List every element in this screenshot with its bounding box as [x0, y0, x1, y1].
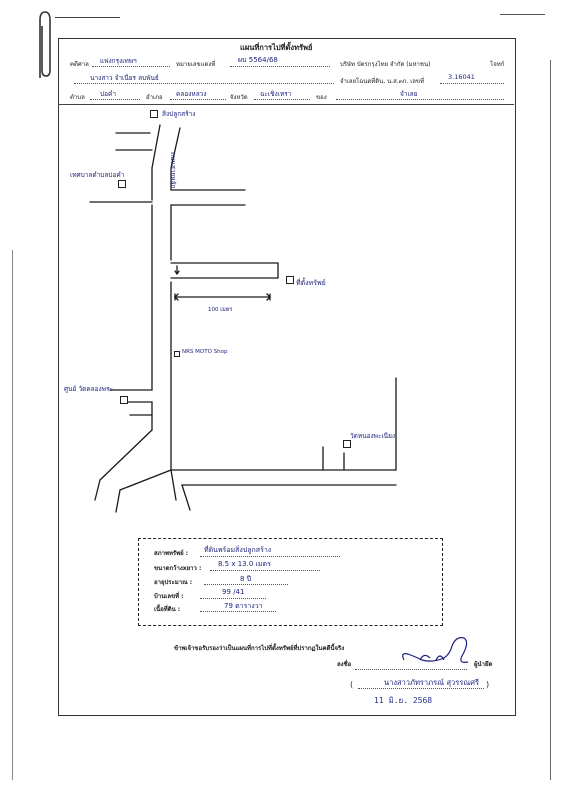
of-value: จำเลย: [400, 90, 418, 98]
info-house-dotted: [200, 598, 266, 599]
case-dotted: [92, 66, 170, 67]
certify-text: ข้าพเจ้าขอรับรองว่าเป็นแผนที่การไปที่ตั้…: [174, 645, 345, 652]
marker-center: [120, 396, 128, 404]
black-no-value: ผบ 5564/68: [238, 56, 278, 64]
info-area-value: 79 ตารางวา: [224, 602, 263, 610]
paper-clip: [34, 10, 52, 80]
marker-temple: [343, 440, 351, 448]
info-type-value: ที่ดินพร้อมสิ่งปลูกสร้าง: [204, 546, 272, 554]
signature-image: [360, 630, 480, 672]
defendant-role: จำเลย: [340, 78, 357, 85]
plaintiff-name: บริษัท บัตรกรุงไทย จำกัด (มหาชน): [340, 61, 431, 68]
info-age-dotted: [204, 584, 288, 585]
top-edge-line: [55, 17, 120, 18]
province-value: ฉะเชิงเทรา: [260, 90, 292, 98]
info-area-label: เนื้อที่ดิน :: [154, 606, 181, 613]
province-label: จังหวัด: [230, 94, 248, 101]
marker-property: [286, 276, 294, 284]
marker-municipality: [118, 180, 126, 188]
map-label-distance: 100 เมตร: [208, 307, 233, 313]
of-label: ของ: [316, 94, 327, 101]
info-type-label: สภาพทรัพย์ :: [154, 550, 189, 557]
info-size-dotted: [210, 570, 320, 571]
map-label-top: สิ่งปลูกสร้าง: [162, 110, 196, 118]
info-type-dotted: [200, 556, 340, 557]
header-rule: [58, 104, 514, 105]
info-age-label: อายุประมาณ :: [154, 579, 193, 586]
top-edge-line-right: [500, 14, 545, 15]
tambon-value: บ่อคำ: [100, 90, 117, 98]
marker-shop: [174, 351, 180, 357]
map-label-temple: วัดหนองพะเนียง: [350, 432, 396, 440]
name-open-paren: (: [350, 680, 354, 689]
info-area-dotted: [200, 611, 276, 612]
map-label-municipality: เทศบาลตำบลบ่อคำ: [70, 171, 125, 179]
map-label-shop: NRS MOTO Shop: [182, 349, 228, 355]
info-size-value: 8.5 x 13.0 เมตร: [218, 560, 271, 568]
left-edge-line: [12, 250, 13, 780]
info-house-value: 99 /41: [222, 588, 245, 596]
map-label-road: ถนนสายหลัก: [169, 152, 177, 189]
info-age-value: 8 ปี: [240, 575, 252, 583]
right-edge-line: [550, 60, 551, 780]
deed-dotted: [440, 83, 504, 84]
signer-name: นางสาวภัทราภรณ์ สุวรรณศรี: [384, 678, 480, 687]
defendant-value: นางสาว จำเนียร ลบพันธ์: [90, 74, 159, 82]
amphoe-dotted: [170, 99, 226, 100]
marker-top: [150, 110, 158, 118]
of-dotted: [336, 99, 504, 100]
map-label-property: ที่ตั้งทรัพย์: [296, 279, 326, 287]
info-house-label: บ้านเลขที่ :: [154, 593, 184, 600]
black-no-label: หมายเลขแดงที่: [176, 61, 216, 68]
document-frame: [58, 38, 516, 716]
name-dotted: [358, 688, 484, 689]
tambon-dotted: [90, 99, 140, 100]
amphoe-label: อำเภอ: [146, 94, 163, 101]
date-stamp: 11 มิ.ย. 2568: [374, 696, 433, 705]
sign-role: ผู้นำยึด: [474, 661, 493, 668]
info-size-label: ขนาดกว้างxยาว :: [154, 565, 202, 572]
property-info-box: [138, 538, 443, 626]
sign-label: ลงชื่อ: [337, 661, 352, 668]
case-label: คดีศาล: [70, 61, 89, 68]
map-label-center: ศูนย์ วัดคลองพระ: [64, 385, 113, 393]
case-value: แพ่งกรุงเทพฯ: [100, 57, 137, 65]
deed-label: โฉนดที่ดิน, น.ส.๓ก. เลขที่: [356, 78, 424, 85]
sign-dotted: [355, 669, 467, 670]
province-dotted: [254, 99, 310, 100]
defendant-dotted: [74, 83, 334, 84]
page-title: แผนที่การไปที่ตั้งทรัพย์: [240, 43, 313, 52]
deed-value: 3.16041: [448, 73, 475, 81]
name-close-paren: ): [486, 680, 490, 689]
tambon-label: ตำบล: [70, 94, 85, 101]
black-no-dotted: [230, 66, 330, 67]
plaintiff-role: โจทก์: [490, 61, 505, 68]
amphoe-value: คลองหลวง: [176, 90, 207, 98]
